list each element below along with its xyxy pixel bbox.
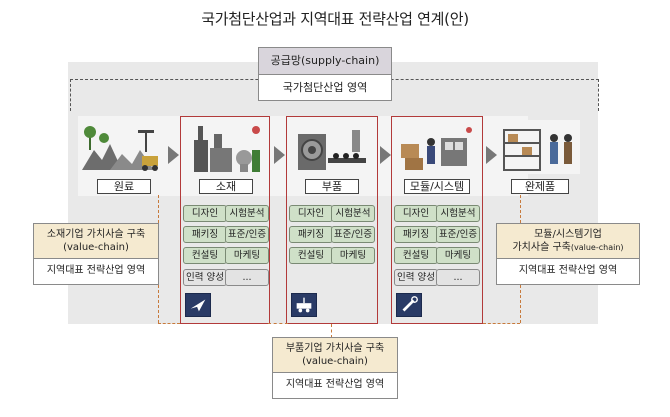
chip-standards: 표준/인증 (225, 226, 269, 243)
parts-value-chain-box: 부품기업 가치사슬 구축 (value-chain) 지역대표 전략산업 영역 (272, 337, 398, 399)
materials-value-chain-column (180, 116, 270, 324)
chip-testing: 시험분석 (225, 205, 269, 222)
module-value-chain-title: 모듈/시스템기업 (534, 229, 602, 240)
page-title: 국가첨단산업과 지역대표 전략산업 연계(안) (201, 10, 469, 28)
stage-label-module: 모듈/시스템 (404, 179, 470, 194)
chip-consulting: 컨설팅 (394, 247, 438, 264)
materials-value-chain-title: 소재기업 가치사슬 구축 (46, 229, 146, 240)
stage-label-materials: 소재 (199, 179, 253, 194)
module-value-chain-body: 지역대표 전략산업 영역 (518, 265, 618, 276)
chip-training: 인력 양성 (394, 269, 438, 286)
module-value-chain-subtitle-note: (value-chain) (570, 243, 624, 252)
gear-machine-icon (292, 120, 372, 174)
module-value-chain-subtitle-main: 가치사슬 구축 (512, 242, 571, 253)
supply-chain-header: 공급망(supply-chain) (259, 48, 391, 75)
paper-plane-icon (185, 293, 211, 317)
ore-mining-icon (80, 120, 164, 174)
parts-value-chain-header: 부품기업 가치사슬 구축 (value-chain) (273, 338, 397, 373)
module-value-chain-subtitle: 가치사슬 구축(value-chain) (499, 241, 637, 254)
module-value-chain-header: 모듈/시스템기업 가치사슬 구축(value-chain) (497, 224, 639, 259)
module-value-chain-box: 모듈/시스템기업 가치사슬 구축(value-chain) 지역대표 전략산업 … (496, 223, 640, 285)
chip-more: ... (225, 269, 269, 286)
supply-chain-box: 공급망(supply-chain) 국가첨단산업 영역 (258, 47, 392, 101)
chip-design: 디자인 (394, 205, 438, 222)
parts-value-chain-body: 지역대표 전략산업 영역 (285, 379, 385, 390)
connector-left-horizontal (158, 323, 180, 324)
robot-car-icon (291, 293, 317, 317)
chip-design: 디자인 (289, 205, 333, 222)
chip-design: 디자인 (183, 205, 227, 222)
connector-bottom-vertical (331, 324, 332, 338)
connector-bottom-horizontal (268, 323, 288, 324)
wrench-key-icon (396, 293, 422, 317)
chip-standards: 표준/인증 (436, 226, 480, 243)
parts-value-chain-subtitle: (value-chain) (302, 356, 368, 367)
chip-consulting: 컨설팅 (183, 247, 227, 264)
chip-standards: 표준/인증 (331, 226, 375, 243)
flow-arrow (486, 146, 497, 164)
stage-label-raw: 원료 (97, 179, 151, 194)
chip-consulting: 컨설팅 (289, 247, 333, 264)
parts-value-chain-column (286, 116, 378, 324)
chip-marketing: 마케팅 (331, 247, 375, 264)
warehouse-worker-icon (500, 120, 580, 174)
chip-packaging: 패키징 (394, 226, 438, 243)
chip-training: 인력 양성 (183, 269, 227, 286)
chip-packaging: 패키징 (289, 226, 333, 243)
chip-testing: 시험분석 (331, 205, 375, 222)
module-assembly-icon (397, 120, 477, 174)
chip-more: ... (436, 269, 480, 286)
stage-label-parts: 부품 (305, 179, 359, 194)
chip-packaging: 패키징 (183, 226, 227, 243)
flow-arrow (274, 146, 285, 164)
module-value-chain-column (391, 116, 483, 324)
supply-chain-body: 국가첨단산업 영역 (282, 81, 368, 94)
factory-icon (186, 120, 266, 174)
materials-value-chain-box: 소재기업 가치사슬 구축 (value-chain) 지역대표 전략산업 영역 (33, 223, 159, 285)
flow-arrow (168, 146, 179, 164)
stage-label-finished: 완제품 (511, 179, 569, 194)
chip-testing: 시험분석 (436, 205, 480, 222)
materials-value-chain-subtitle: (value-chain) (63, 242, 129, 253)
connector-right-horizontal (483, 323, 520, 324)
parts-value-chain-title: 부품기업 가치사슬 구축 (285, 343, 385, 354)
materials-value-chain-header: 소재기업 가치사슬 구축 (value-chain) (34, 224, 158, 259)
materials-value-chain-body: 지역대표 전략산업 영역 (46, 265, 146, 276)
chip-marketing: 마케팅 (225, 247, 269, 264)
chip-marketing: 마케팅 (436, 247, 480, 264)
flow-arrow (380, 146, 391, 164)
